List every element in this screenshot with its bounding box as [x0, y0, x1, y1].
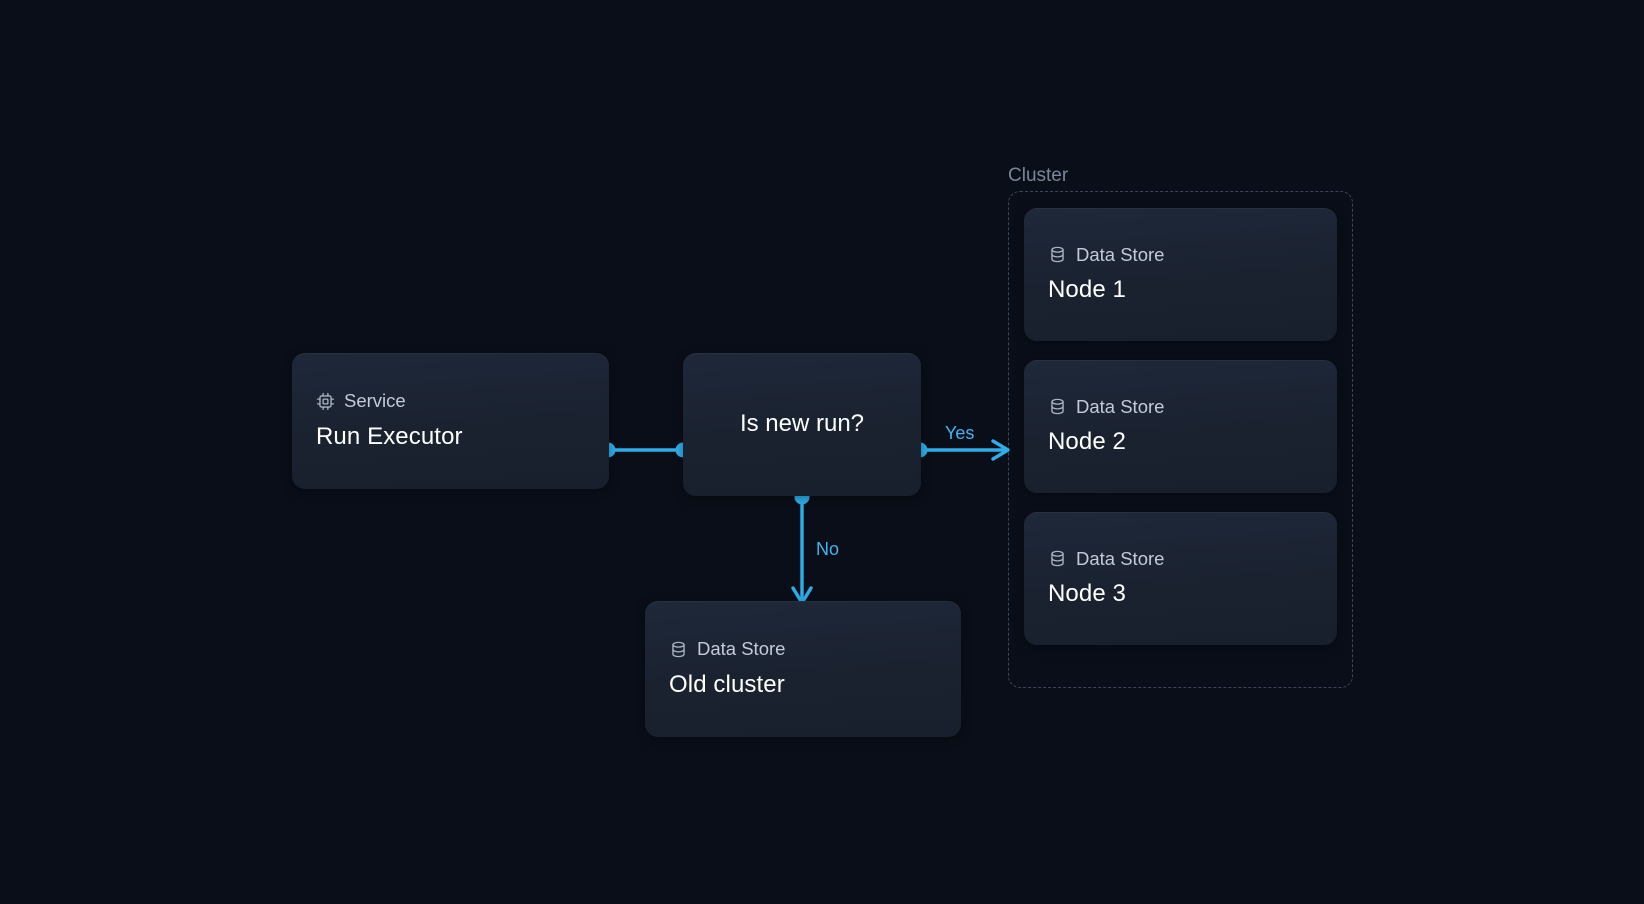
- edge-label-yes: Yes: [945, 423, 975, 443]
- edge-decision-yes: [912, 439, 1010, 461]
- database-icon: [1048, 245, 1067, 264]
- edge-executor-to-decision: [600, 442, 691, 458]
- node-type-label: Data Store: [697, 638, 786, 660]
- node-title: Node 2: [1048, 428, 1126, 456]
- node-run-executor[interactable]: Service Run Executor: [292, 353, 609, 489]
- node-cluster-node-2[interactable]: Data Store Node 2: [1024, 360, 1337, 493]
- node-cluster-node-1[interactable]: Data Store Node 1: [1024, 208, 1337, 341]
- node-type-label: Data Store: [1076, 547, 1165, 569]
- node-old-cluster[interactable]: Data Store Old cluster: [645, 601, 961, 737]
- cpu-chip-icon: [316, 392, 335, 411]
- node-type-row: Data Store: [1048, 245, 1313, 264]
- edge-decision-no: [791, 489, 813, 605]
- database-icon: [1048, 549, 1067, 568]
- node-cluster-node-3[interactable]: Data Store Node 3: [1024, 512, 1337, 645]
- node-type-label: Data Store: [1076, 395, 1165, 417]
- node-title: Node 1: [1048, 276, 1126, 304]
- node-type-row: Data Store: [669, 640, 937, 659]
- node-type-label: Service: [344, 390, 406, 412]
- database-icon: [669, 640, 688, 659]
- decision-label: Is new run?: [739, 410, 865, 438]
- node-title: Old cluster: [669, 670, 785, 698]
- cluster-label: Cluster: [1008, 165, 1069, 186]
- node-title: Node 3: [1048, 580, 1126, 608]
- node-type-row: Service: [316, 392, 585, 411]
- node-title: Run Executor: [316, 422, 463, 450]
- node-type-row: Data Store: [1048, 549, 1313, 568]
- node-type-label: Data Store: [1076, 243, 1165, 265]
- node-type-row: Data Store: [1048, 397, 1313, 416]
- edge-label-no: No: [816, 539, 840, 559]
- database-icon: [1048, 397, 1067, 416]
- node-decision-is-new-run[interactable]: Is new run?: [683, 353, 921, 496]
